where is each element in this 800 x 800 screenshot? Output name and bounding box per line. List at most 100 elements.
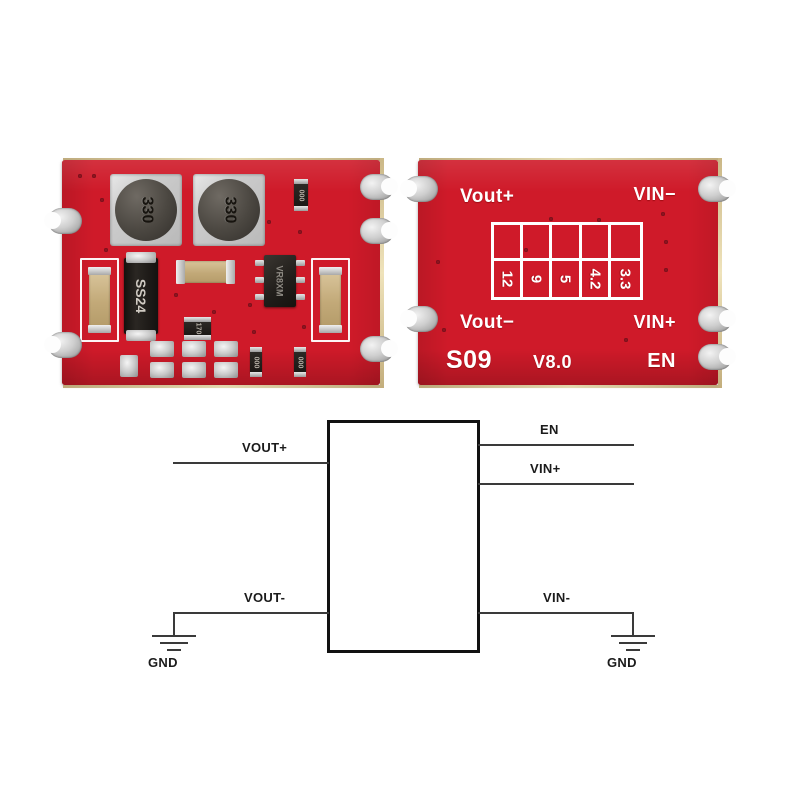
resistor-170-label: 170: [194, 322, 201, 335]
capacitor-output: [319, 267, 342, 333]
via: [298, 230, 302, 234]
wire-vout-plus: [173, 462, 329, 464]
module-block: [327, 420, 480, 653]
via: [549, 217, 553, 221]
pad-back-vout-plus: [400, 176, 438, 202]
wire-vin-minus: [478, 612, 634, 614]
wire-en: [478, 444, 634, 446]
silk-outline-cap-left: [80, 258, 119, 342]
silk-label-vout-minus: Vout−: [460, 312, 515, 333]
solder-pad: [120, 355, 138, 377]
silk-label-enable: EN: [647, 350, 676, 372]
capacitor-input: [88, 267, 111, 333]
silk-label-vout-plus: Vout+: [460, 186, 515, 207]
silk-label-vin-minus: VIN−: [633, 184, 676, 204]
pin-label-vout-plus: VOUT+: [242, 440, 288, 455]
voltage-option-label-3.3: 3.3: [616, 268, 634, 290]
via: [267, 220, 271, 224]
ground-symbol-left: [152, 635, 196, 653]
resistor-bottom-right-label: 000: [296, 356, 304, 368]
inductor-2-label: 330: [220, 196, 238, 224]
inductor-2-core: 330: [198, 179, 260, 241]
wire-vin-minus-drop: [632, 612, 634, 636]
jumper-pad-top-9[interactable]: [523, 225, 553, 261]
via: [174, 293, 178, 297]
via: [664, 240, 668, 244]
board-edge-top: [419, 158, 722, 161]
capacitor-mid: [176, 260, 235, 284]
via: [597, 218, 601, 222]
via: [212, 310, 216, 314]
via: [302, 325, 306, 329]
inductor-2: 330: [193, 174, 265, 246]
resistor-170: 170: [184, 317, 211, 340]
jumper-pad-top-12[interactable]: [494, 225, 524, 261]
pin-label-en: EN: [540, 422, 559, 437]
voltage-option-label-9: 9: [527, 274, 545, 284]
diode-label: SS24: [133, 278, 149, 314]
jumper-pad-bottom-3.3[interactable]: 3.3: [611, 261, 640, 297]
jumper-pad-top-5[interactable]: [552, 225, 582, 261]
pad-front-left-1: [44, 208, 82, 234]
board-edge-right: [380, 158, 384, 388]
inductor-1-label: 330: [137, 196, 155, 224]
via: [100, 198, 104, 202]
via: [252, 330, 256, 334]
pad-front-right-3: [360, 336, 398, 362]
ground-label-left: GND: [148, 655, 178, 670]
resistor-bottom-mid: 000: [250, 347, 262, 377]
diode-pad-bottom: [126, 330, 156, 341]
ground-label-right: GND: [607, 655, 637, 670]
via: [664, 268, 668, 272]
pcb-front-surface: 330 330 SS24 VR8XM: [62, 160, 380, 385]
resistor-top-right: 000: [294, 179, 308, 211]
pcb-back-surface: Vout+ VIN− Vout− VIN+ S09 V8.0 EN 12 9: [418, 160, 718, 385]
via: [442, 328, 446, 332]
silk-label-vin-plus: VIN+: [633, 312, 676, 332]
jumper-pad-top-4.2[interactable]: [581, 225, 611, 261]
solder-pad: [182, 362, 206, 378]
pad-front-right-2: [360, 218, 398, 244]
jumper-pad-bottom-12[interactable]: 12: [494, 261, 524, 297]
voltage-option-label-5: 5: [556, 274, 574, 284]
solder-pad: [214, 341, 238, 357]
pad-back-vin-minus: [698, 176, 736, 202]
voltage-selector-grid[interactable]: 12 9 5 4.2 3.3: [491, 222, 643, 300]
wire-vout-minus: [173, 612, 329, 614]
pinout-diagram: VOUT+ EN VIN+ VOUT- GND VIN- GND: [0, 400, 800, 690]
resistor-bottom-right: 000: [294, 347, 306, 377]
jumper-pad-bottom-9[interactable]: 9: [523, 261, 553, 297]
silk-outline-cap-right: [311, 258, 350, 342]
ground-symbol-right: [611, 635, 655, 653]
inductor-1-core: 330: [115, 179, 177, 241]
jumper-pad-bottom-5[interactable]: 5: [552, 261, 582, 297]
pin-label-vout-minus: VOUT-: [244, 590, 286, 605]
silk-label-model: S09: [446, 346, 492, 374]
wire-vout-minus-drop: [173, 612, 175, 636]
jumper-pad-bottom-4.2[interactable]: 4.2: [582, 261, 611, 297]
pcb-back-view: Vout+ VIN− Vout− VIN+ S09 V8.0 EN 12 9: [400, 158, 736, 388]
via: [624, 338, 628, 342]
board-edge-top: [63, 158, 384, 161]
via: [661, 212, 665, 216]
pcb-front-view: 330 330 SS24 VR8XM: [44, 158, 398, 388]
board-edge-bottom: [419, 385, 722, 388]
pad-back-en: [698, 344, 736, 370]
pad-back-vout-minus: [400, 306, 438, 332]
solder-pad: [150, 341, 174, 357]
board-edge-bottom: [63, 385, 384, 388]
solder-pad: [150, 362, 174, 378]
voltage-option-label-4.2: 4.2: [586, 268, 604, 290]
pad-front-left-2: [44, 332, 82, 358]
resistor-bottom-mid-label: 000: [252, 356, 260, 368]
schottky-diode-ss24: SS24: [124, 258, 158, 334]
pad-front-right-1: [360, 174, 398, 200]
board-edge-right: [718, 158, 722, 388]
voltage-option-label-12: 12: [498, 270, 516, 288]
solder-pad: [182, 341, 206, 357]
controller-ic-pins: [255, 255, 305, 307]
via: [248, 303, 252, 307]
jumper-pad-top-3.3[interactable]: [610, 225, 640, 261]
pin-label-vin-minus: VIN-: [543, 590, 571, 605]
